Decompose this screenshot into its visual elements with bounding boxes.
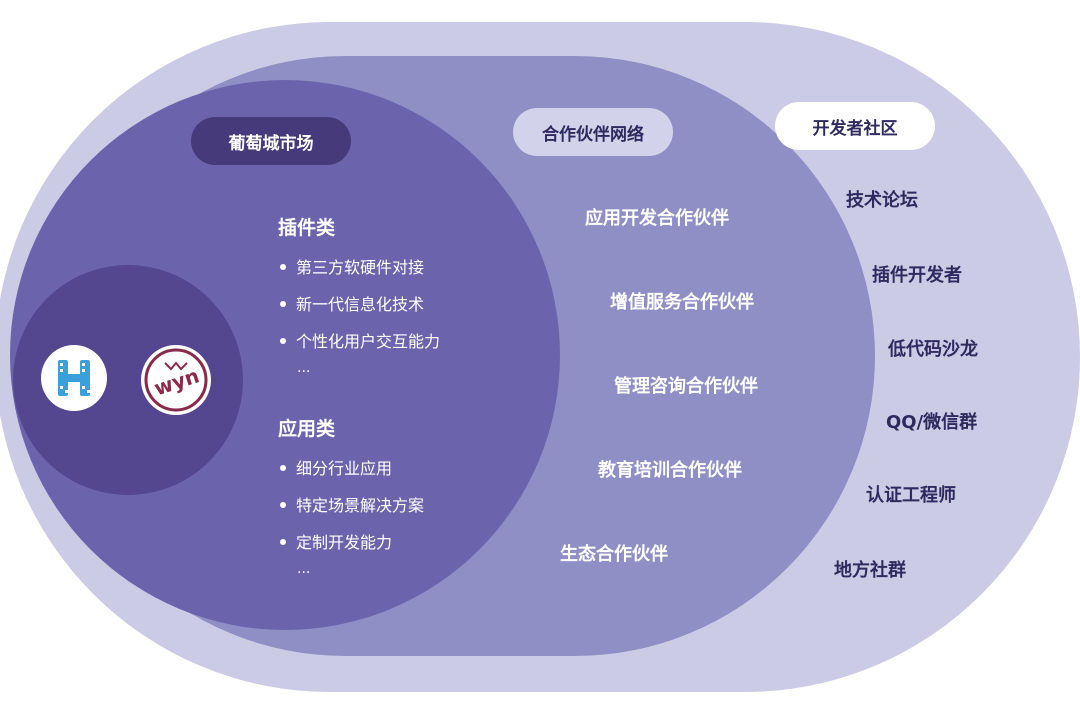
partner-item: 管理咨询合作伙伴 bbox=[614, 376, 758, 397]
application-item-label: 定制开发能力 bbox=[296, 533, 393, 552]
community-item: 低代码沙龙 bbox=[888, 339, 978, 360]
h-logo-icon bbox=[58, 360, 90, 396]
wyn-logo: wyn bbox=[141, 345, 211, 415]
plugin-item-label: 个性化用户交互能力 bbox=[296, 332, 441, 351]
bullet-icon bbox=[280, 501, 286, 508]
application-item: 细分行业应用 bbox=[280, 455, 392, 479]
community-label: 开发者社区 bbox=[775, 102, 935, 150]
plugin-item-label: 第三方软硬件对接 bbox=[296, 258, 425, 277]
h-logo bbox=[41, 345, 107, 411]
application-item: 特定场景解决方案 bbox=[280, 492, 424, 516]
community-item: QQ/微信群 bbox=[886, 412, 978, 433]
application-item: 定制开发能力 bbox=[280, 529, 392, 553]
plugin-item-label: 新一代信息化技术 bbox=[296, 295, 425, 314]
applications-more: ... bbox=[297, 561, 311, 577]
bullet-icon bbox=[280, 538, 286, 545]
core-products-circle bbox=[13, 265, 243, 495]
svg-text:wyn: wyn bbox=[151, 363, 202, 400]
applications-heading: 应用类 bbox=[278, 418, 336, 440]
partner-item: 生态合作伙伴 bbox=[560, 544, 668, 565]
community-item: 插件开发者 bbox=[872, 265, 962, 286]
plugin-item: 新一代信息化技术 bbox=[280, 291, 424, 315]
bullet-icon bbox=[280, 300, 286, 307]
wyn-logo-icon: wyn bbox=[144, 348, 208, 412]
community-item: 地方社群 bbox=[834, 560, 906, 581]
partner-item: 教育培训合作伙伴 bbox=[598, 460, 742, 481]
partner-item: 增值服务合作伙伴 bbox=[610, 292, 754, 313]
plugins-more: ... bbox=[297, 360, 311, 376]
plugin-item: 第三方软硬件对接 bbox=[280, 254, 424, 278]
plugin-item: 个性化用户交互能力 bbox=[280, 328, 440, 352]
marketplace-label: 葡萄城市场 bbox=[191, 117, 351, 165]
application-item-label: 细分行业应用 bbox=[296, 459, 393, 478]
application-item-label: 特定场景解决方案 bbox=[296, 496, 425, 515]
community-item: 技术论坛 bbox=[846, 190, 918, 211]
bullet-icon bbox=[280, 263, 286, 270]
bullet-icon bbox=[280, 337, 286, 344]
plugins-heading: 插件类 bbox=[278, 217, 336, 239]
bullet-icon bbox=[280, 464, 286, 471]
partner-item: 应用开发合作伙伴 bbox=[585, 208, 729, 229]
partners-label: 合作伙伴网络 bbox=[513, 108, 673, 156]
community-item: 认证工程师 bbox=[866, 485, 956, 506]
